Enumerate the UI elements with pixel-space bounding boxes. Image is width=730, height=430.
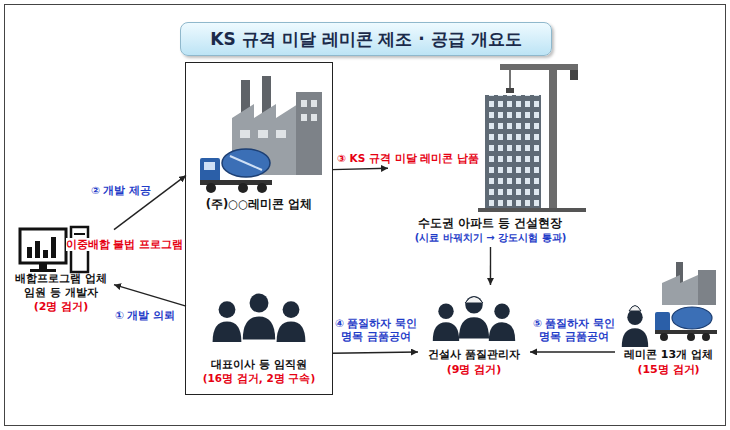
- edge-label: ② 개발 제공: [89, 184, 153, 197]
- node-sublabel: (2명 검거): [34, 300, 89, 314]
- annotation-label: 이중배합 불법 프로그램: [66, 238, 183, 251]
- company-icon: [622, 262, 717, 347]
- connector-arrow: [530, 351, 615, 352]
- developer-node: 배합프로그램 업체 임원 등 개발자(2명 검거): [8, 222, 114, 317]
- edge-label: ① 개발 의뢰: [114, 309, 176, 322]
- mixer-truck-icon: [200, 149, 272, 193]
- quality-manager-node: 건설사 품질관리자(9명 검거): [418, 285, 530, 380]
- remicon-company-node: (주)○○레미콘 업체: [186, 71, 332, 216]
- connector-arrow: [332, 168, 388, 169]
- building-crane-icon: [478, 64, 586, 212]
- company-group-box: (주)○○레미콘 업체대표이사 등 임직원(16명 검거, 2명 구속): [185, 62, 333, 395]
- node-label: 대표이사 등 임직원: [211, 358, 307, 372]
- title-banner: KS 규격 미달 레미콘 제조 · 공급 개요도: [180, 22, 552, 56]
- node-sublabel: (15명 검거): [637, 363, 699, 377]
- edge-label: ⑤ 품질하자 묵인 명목 금품공여: [532, 317, 616, 343]
- node-label: 배합프로그램 업체 임원 등 개발자: [8, 272, 114, 299]
- people-icon: [213, 294, 306, 342]
- node-sublabel: (16명 검거, 2명 구속): [203, 372, 315, 386]
- node-label: 수도권 아파트 등 건설현장: [418, 216, 562, 231]
- construction-site-node: 수도권 아파트 등 건설현장(시료 바꿔치기 → 강도시험 통과): [388, 55, 593, 247]
- edge-label: ④ 품질하자 묵인 명목 금품공여: [334, 317, 418, 343]
- node-sublabel: (9명 검거): [447, 363, 502, 377]
- node-label: 레미콘 13개 업체: [624, 348, 713, 362]
- connector-arrow: [490, 247, 491, 285]
- node-sublabel: (시료 바꿔치기 → 강도시험 통과): [415, 231, 566, 244]
- node-label: 건설사 품질관리자: [428, 348, 520, 362]
- node-label: (주)○○레미콘 업체: [206, 197, 313, 212]
- connector-arrow: [332, 352, 418, 353]
- edge-label: ③ KS 규격 미달 레미콘 납품: [337, 152, 479, 165]
- employees-node: 대표이사 등 임직원(16명 검거, 2명 구속): [186, 275, 332, 390]
- remicon-companies-node: 레미콘 13개 업체(15명 검거): [615, 255, 722, 380]
- frame: [5, 5, 726, 426]
- people-icon: [433, 296, 515, 341]
- connector-arrow: [114, 285, 186, 306]
